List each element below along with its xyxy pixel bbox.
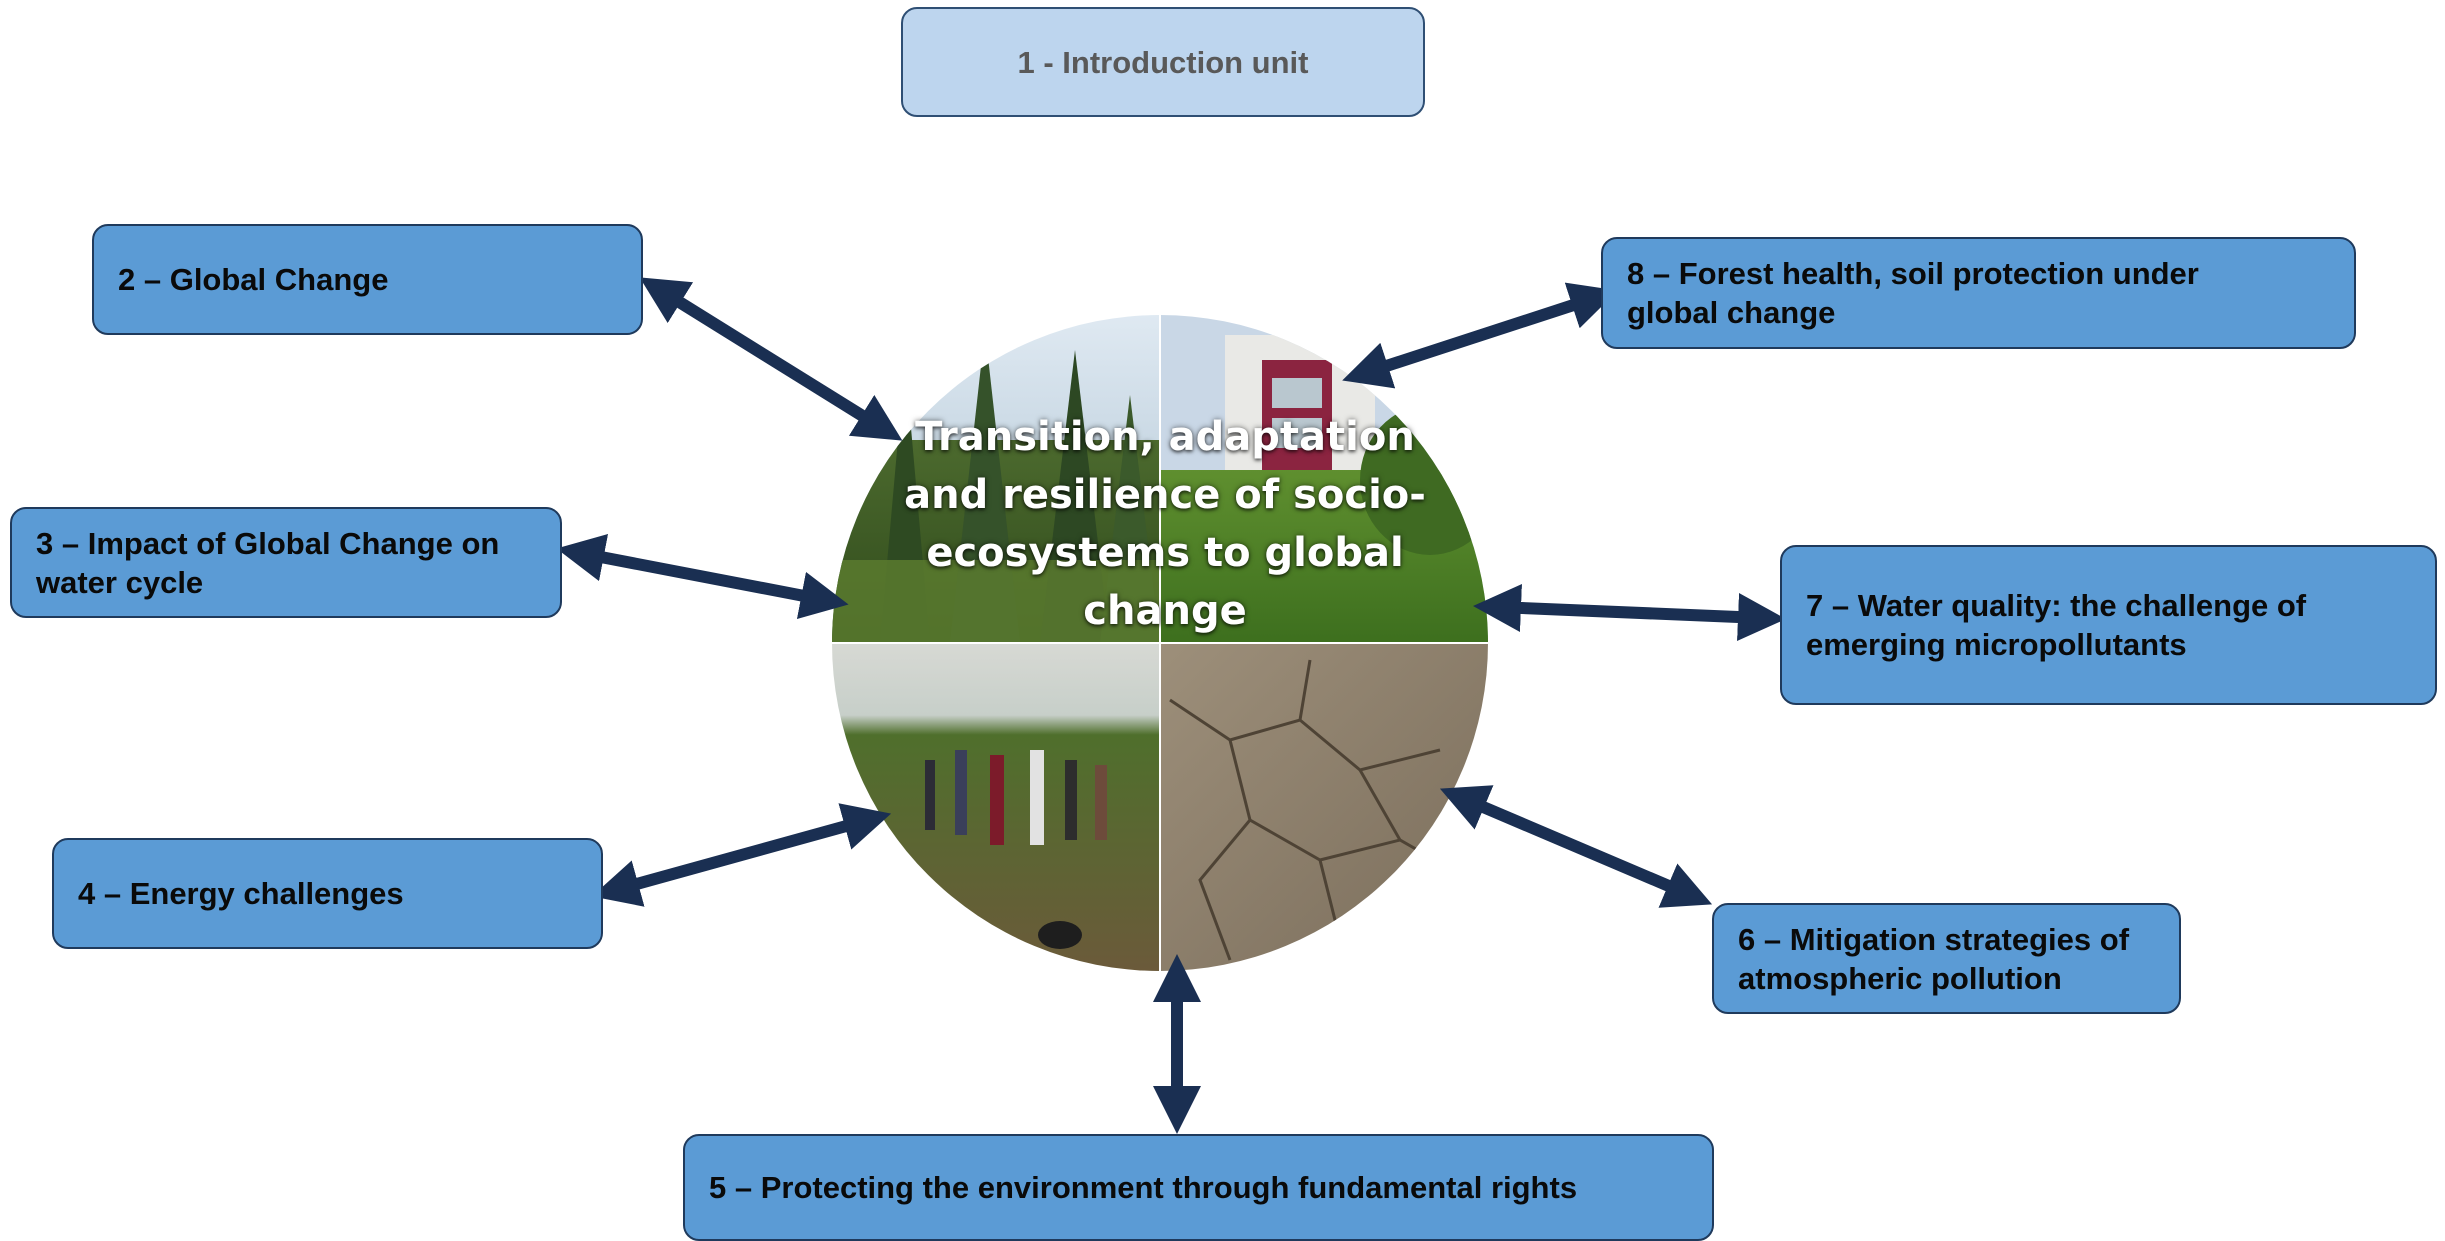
unit-4-label: 4 – Energy challenges xyxy=(78,876,404,911)
unit-5-box: 5 – Protecting the environment through f… xyxy=(683,1134,1714,1241)
unit-4-box: 4 – Energy challenges xyxy=(52,838,603,949)
arrow-unit-3 xyxy=(556,533,849,620)
arrow-unit-6 xyxy=(1439,785,1713,908)
forest-photo xyxy=(832,315,1160,643)
unit-2-label: 2 – Global Change xyxy=(118,262,389,297)
arrow-unit-8 xyxy=(1342,282,1618,389)
unit-1-label: 1 - Introduction unit xyxy=(1017,44,1309,80)
unit-2-box: 2 – Global Change xyxy=(92,224,643,335)
cracked-soil-photo xyxy=(1160,643,1488,971)
unit-8-box: 8 – Forest health, soil protection under… xyxy=(1601,237,2356,349)
unit-1-box: 1 - Introduction unit xyxy=(901,7,1425,117)
unit-3-label: 3 – Impact of Global Change on water cyc… xyxy=(36,525,500,600)
unit-7-box: 7 – Water quality: the challenge of emer… xyxy=(1780,545,2437,705)
building-photo xyxy=(1160,315,1488,643)
center-title: Transition, adaptation and resilience of… xyxy=(904,414,1426,634)
unit-7-label: 7 – Water quality: the challenge of emer… xyxy=(1806,588,2307,662)
unit-5-label: 5 – Protecting the environment through f… xyxy=(709,1170,1578,1205)
arrow-unit-4 xyxy=(591,803,892,907)
unit-3-box: 3 – Impact of Global Change on water cyc… xyxy=(10,507,562,618)
arrow-unit-7 xyxy=(1473,584,1786,641)
arrow-unit-2 xyxy=(639,277,903,441)
unit-6-box: 6 – Mitigation strategies of atmospheric… xyxy=(1712,903,2181,1014)
unit-8-label: 8 – Forest health, soil protection under… xyxy=(1627,256,2199,330)
unit-6-label: 6 – Mitigation strategies of atmospheric… xyxy=(1738,921,2130,996)
